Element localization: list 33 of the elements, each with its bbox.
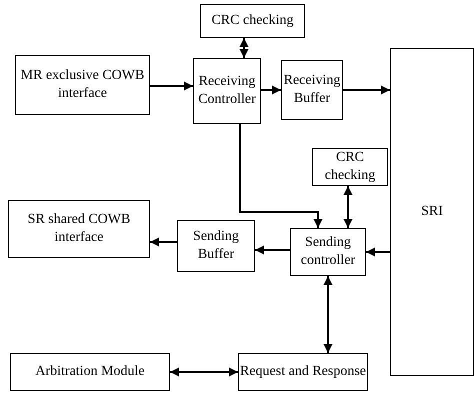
arrow [344, 186, 352, 228]
process-box [290, 228, 366, 276]
arrow [170, 368, 238, 376]
arrow [324, 276, 332, 353]
box-label: Sending Buffer [192, 228, 240, 264]
box-label: Request and Response [240, 363, 366, 381]
process-box [8, 200, 150, 258]
box-label: Receiving Buffer [282, 72, 342, 108]
process-box [281, 60, 343, 120]
process-box [312, 148, 388, 186]
arrow [366, 248, 390, 256]
arrow [343, 86, 390, 94]
box-label: SR shared COWB interface [26, 211, 132, 247]
box-label: Sending controller [300, 234, 356, 270]
box-label: SRI [421, 203, 443, 221]
process-box [177, 220, 255, 272]
process-box [390, 48, 474, 376]
process-box [15, 55, 150, 115]
box-label: Receiving Controller [197, 73, 257, 109]
arrow [150, 238, 177, 246]
arrow [150, 82, 193, 90]
box-label: Arbitration Module [35, 363, 145, 381]
box-label: CRC checking [324, 149, 376, 185]
process-box [193, 58, 261, 124]
arrow [240, 38, 248, 58]
process-box [10, 353, 170, 391]
arrow [255, 246, 290, 254]
arrow [261, 86, 281, 94]
box-label: CRC checking [211, 12, 294, 30]
arrow [239, 124, 322, 228]
process-box [200, 4, 305, 38]
box-label: MR exclusive COWB interface [20, 67, 146, 103]
process-box [238, 353, 368, 391]
